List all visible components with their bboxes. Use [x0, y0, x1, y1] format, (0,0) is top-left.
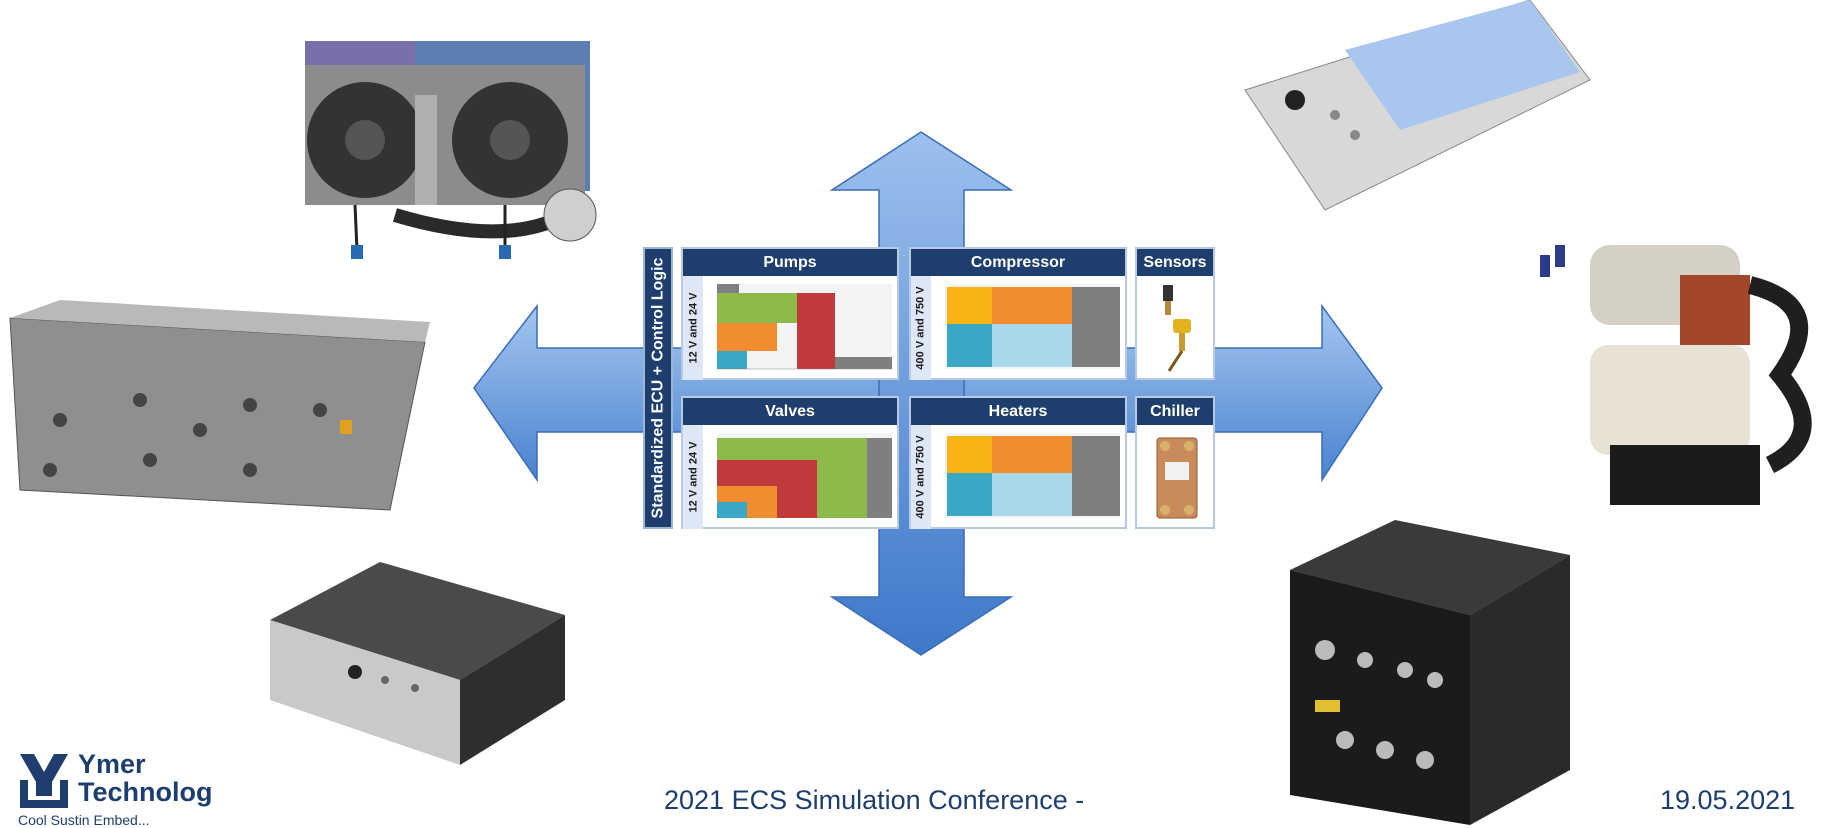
logo-tagline: Cool Sustin Embed...	[18, 812, 150, 828]
footer-date: 19.05.2021	[1660, 785, 1796, 815]
heaters-chart	[945, 433, 1120, 518]
chiller-panel: Chiller	[1135, 396, 1215, 529]
pumps-voltage: 12 V and 24 V	[683, 276, 703, 380]
heaters-voltage: 400 V and 750 V	[911, 425, 931, 529]
chiller-image	[1156, 437, 1198, 519]
grey-enclosure-left-image	[9, 300, 430, 511]
compressor-heater-assembly-image	[1540, 245, 1812, 505]
heaters-panel: Heaters 400 V and 750 V	[909, 396, 1127, 529]
pumps-title: Pumps	[683, 249, 897, 276]
condenser-fan-unit-image	[305, 41, 597, 259]
valves-panel: Valves 12 V and 24 V	[681, 396, 899, 529]
valves-chart	[717, 433, 892, 518]
ecu-label: Standardized ECU + Control Logic	[649, 257, 666, 519]
valves-title: Valves	[683, 398, 897, 425]
logo-line1: Ymer	[78, 749, 146, 779]
ecu-control-logic-bar: Standardized ECU + Control Logic	[643, 247, 673, 529]
compressor-chart	[945, 284, 1120, 369]
compressor-title: Compressor	[911, 249, 1125, 276]
logo-wordmark: Ymer Technolog	[78, 750, 213, 806]
pumps-chart	[717, 284, 892, 370]
sensor-image	[1163, 285, 1191, 372]
valves-voltage: 12 V and 24 V	[683, 425, 703, 529]
arrow-up-down	[829, 131, 1014, 656]
compressor-panel: Compressor 400 V and 750 V	[909, 247, 1127, 380]
grey-box-bottom-left-image	[270, 562, 565, 765]
chiller-title: Chiller	[1137, 398, 1213, 425]
black-control-box-image	[1290, 520, 1570, 825]
sensors-title: Sensors	[1137, 249, 1213, 276]
compressor-voltage: 400 V and 750 V	[911, 276, 931, 380]
logo-line2: Technolog	[78, 777, 213, 807]
pumps-panel: Pumps 12 V and 24 V	[681, 247, 899, 380]
heaters-title: Heaters	[911, 398, 1125, 425]
conference-title: 2021 ECS Simulation Conference -	[664, 785, 1085, 815]
battery-box-top-right-image	[1244, 0, 1591, 211]
sensors-panel: Sensors	[1135, 247, 1215, 380]
ymer-logo-icon	[20, 754, 68, 808]
